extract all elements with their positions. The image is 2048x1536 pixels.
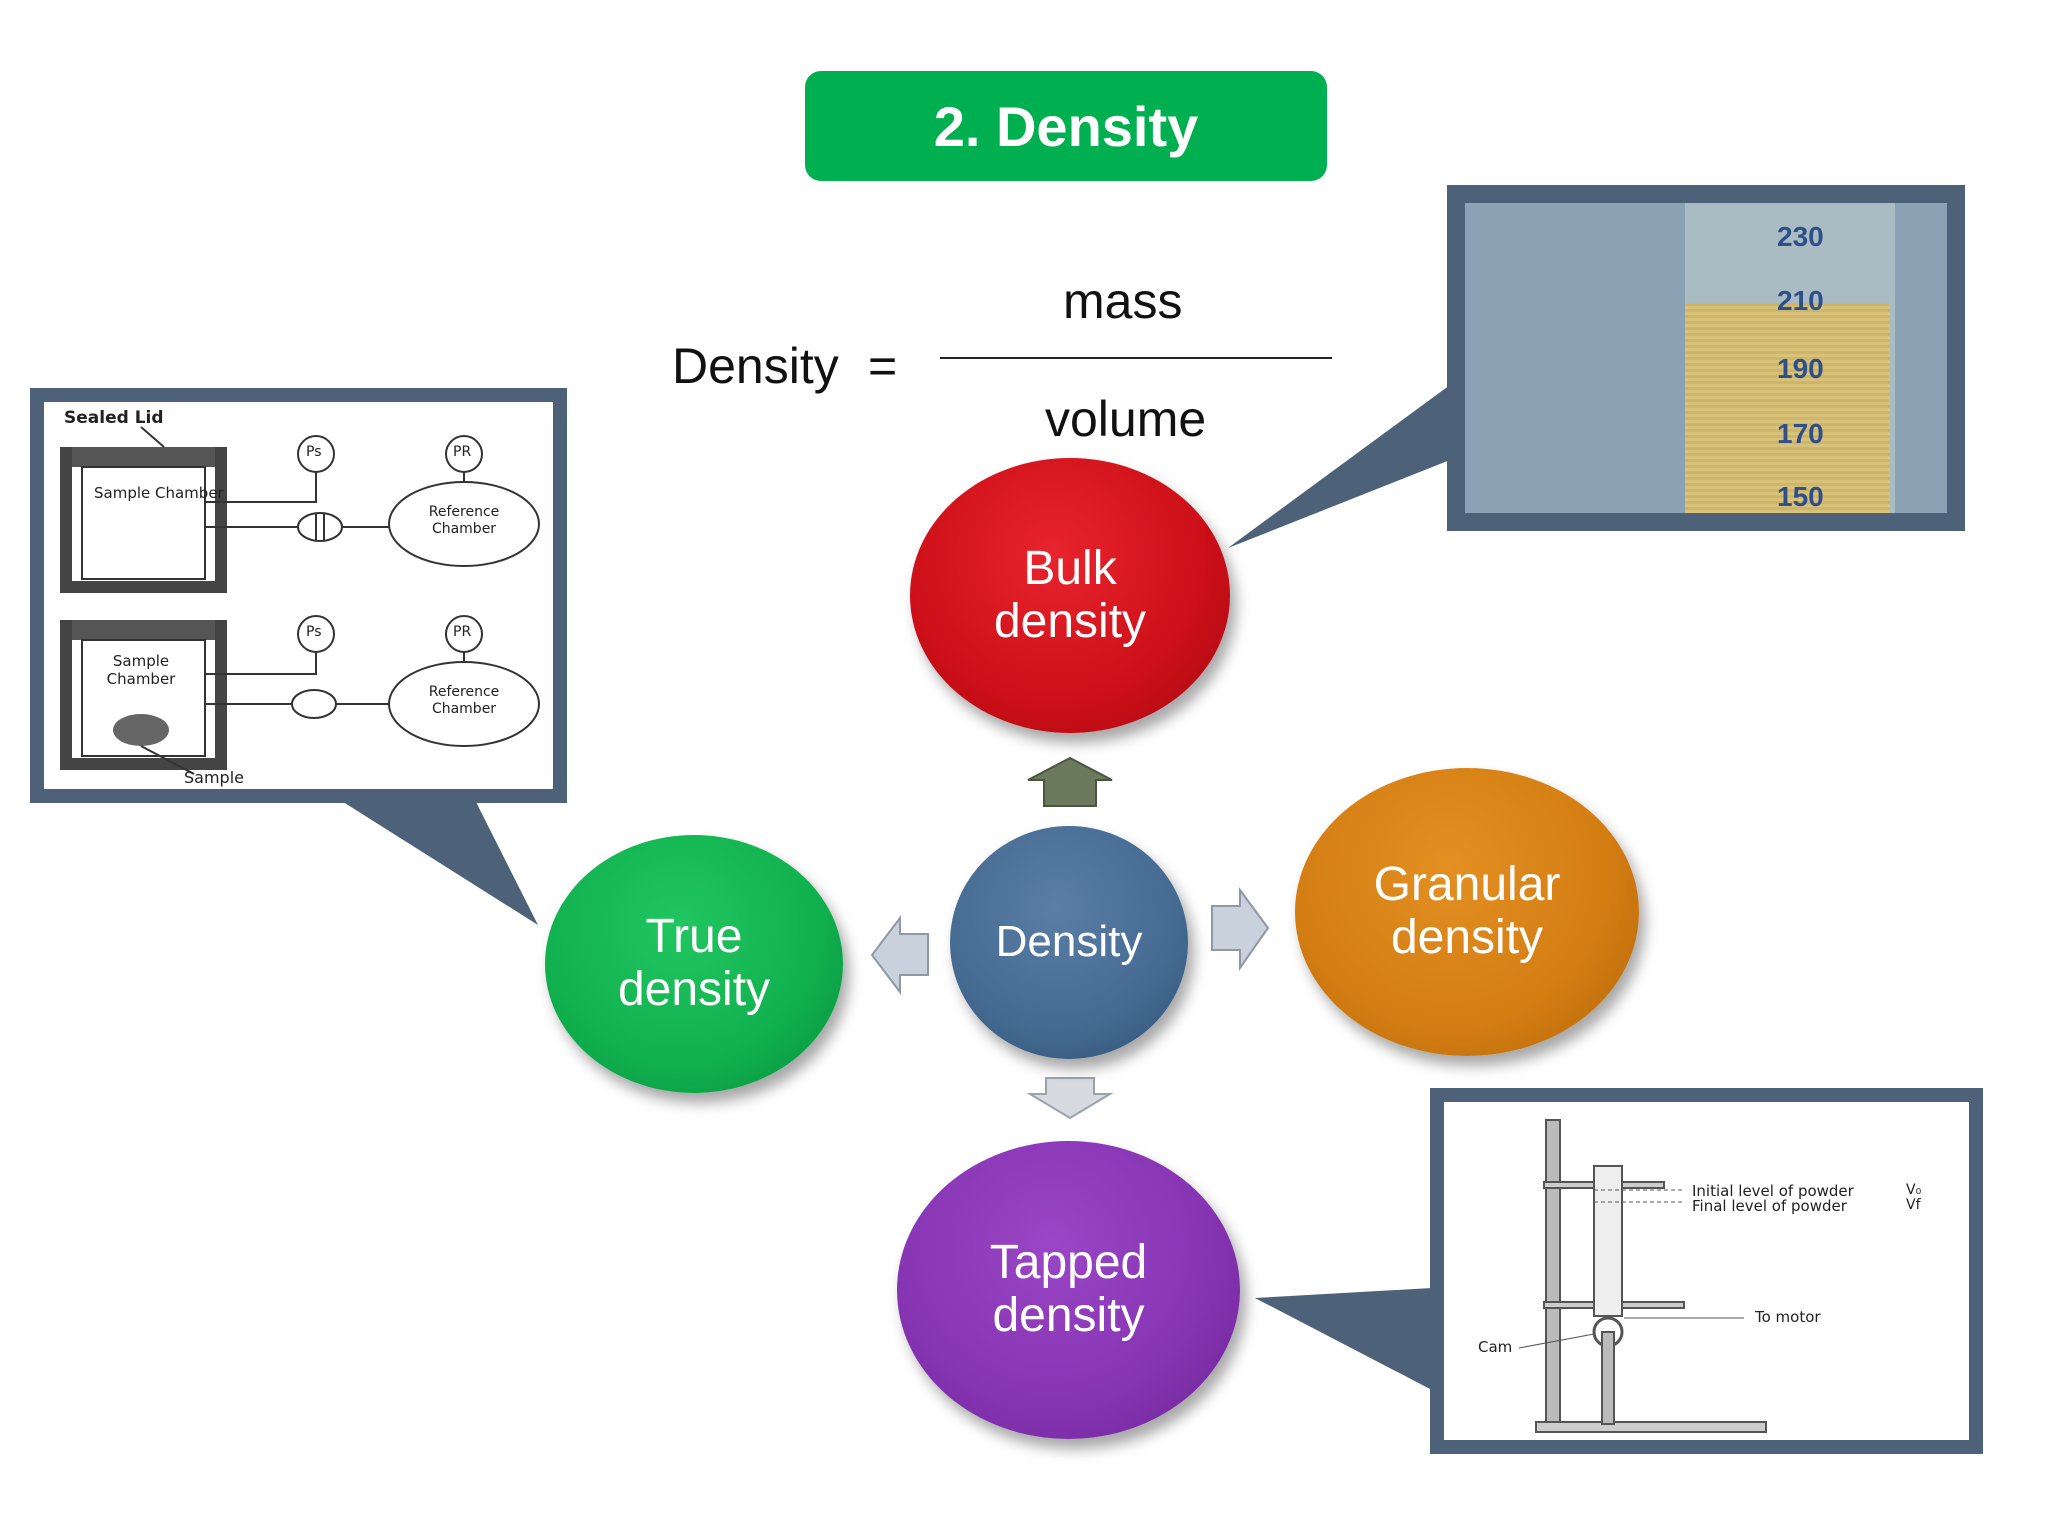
ps-label: Ps: [306, 444, 322, 460]
center-density-label: Density: [995, 917, 1143, 967]
powder-column: [1685, 303, 1890, 513]
initial-level-label: Initial level of powder: [1692, 1182, 1854, 1200]
sample-label: Sample: [184, 768, 244, 787]
true-callout-tail: [340, 800, 538, 925]
page-title: 2. Density: [805, 71, 1327, 181]
pr-label: PR: [453, 444, 472, 460]
sample-chamber-label: Sample Chamber: [94, 484, 224, 502]
tapped-density-label: Tapped density: [989, 1236, 1148, 1342]
reference-chamber-label-2: Reference Chamber: [428, 684, 500, 717]
formula-numerator: mass: [1063, 273, 1183, 329]
ps-label-2: Ps: [306, 624, 322, 640]
true-density-label: True density: [617, 910, 771, 1016]
initial-symbol: V₀: [1906, 1182, 1922, 1198]
cylinder-photo: 230 210 190 170 150: [1465, 203, 1947, 513]
sample-chamber-label-2: Sample Chamber: [106, 652, 176, 688]
tap-apparatus-drawing: [1518, 1119, 1767, 1433]
bulk-density-node: Bulk density: [910, 458, 1230, 733]
tapped-callout-tail: [1255, 1288, 1432, 1390]
tick-label: 190: [1777, 353, 1824, 384]
tapped-density-node: Tapped density: [897, 1141, 1240, 1439]
pycnometer-callout: Sealed Lid Sample Chamber Reference Cham…: [30, 388, 567, 803]
to-motor-label: To motor: [1755, 1308, 1821, 1326]
true-density-node: True density: [545, 835, 843, 1093]
bulk-density-label: Bulk density: [993, 541, 1147, 648]
formula-equals: =: [868, 338, 898, 394]
final-symbol: Vf: [1906, 1197, 1921, 1213]
reference-chamber-label: Reference Chamber: [428, 504, 500, 537]
sealed-lid-label: Sealed Lid: [64, 408, 164, 428]
formula-lhs: Density: [672, 338, 839, 394]
tap-apparatus-diagram: Initial level of powder V₀ Final level o…: [1444, 1102, 1969, 1440]
cylinder-photo-callout: 230 210 190 170 150: [1447, 185, 1965, 531]
fraction-bar: [940, 357, 1332, 359]
tick-label: 210: [1777, 285, 1824, 316]
final-level-label: Final level of powder: [1692, 1197, 1847, 1215]
center-density-node: Density: [950, 826, 1188, 1059]
formula-denominator: volume: [1045, 391, 1207, 447]
arrow-down-icon: [1026, 1077, 1114, 1120]
pycnometer-drawing: [60, 426, 540, 775]
cam-label: Cam: [1478, 1338, 1513, 1356]
tick-label: 170: [1777, 418, 1824, 449]
pycnometer-diagram: Sealed Lid Sample Chamber Reference Cham…: [44, 402, 553, 789]
granular-density-label: Granular density: [1373, 858, 1561, 964]
granular-density-node: Granular density: [1295, 768, 1639, 1056]
tick-label: 150: [1777, 481, 1824, 512]
tap-apparatus-callout: Initial level of powder V₀ Final level o…: [1430, 1088, 1983, 1454]
tick-label: 230: [1777, 221, 1824, 252]
arrow-up-icon: [1027, 756, 1113, 807]
pr-label-2: PR: [453, 624, 472, 640]
arrow-right-icon: [1211, 886, 1270, 972]
bulk-callout-tail: [1228, 385, 1450, 548]
arrow-left-icon: [870, 915, 929, 995]
